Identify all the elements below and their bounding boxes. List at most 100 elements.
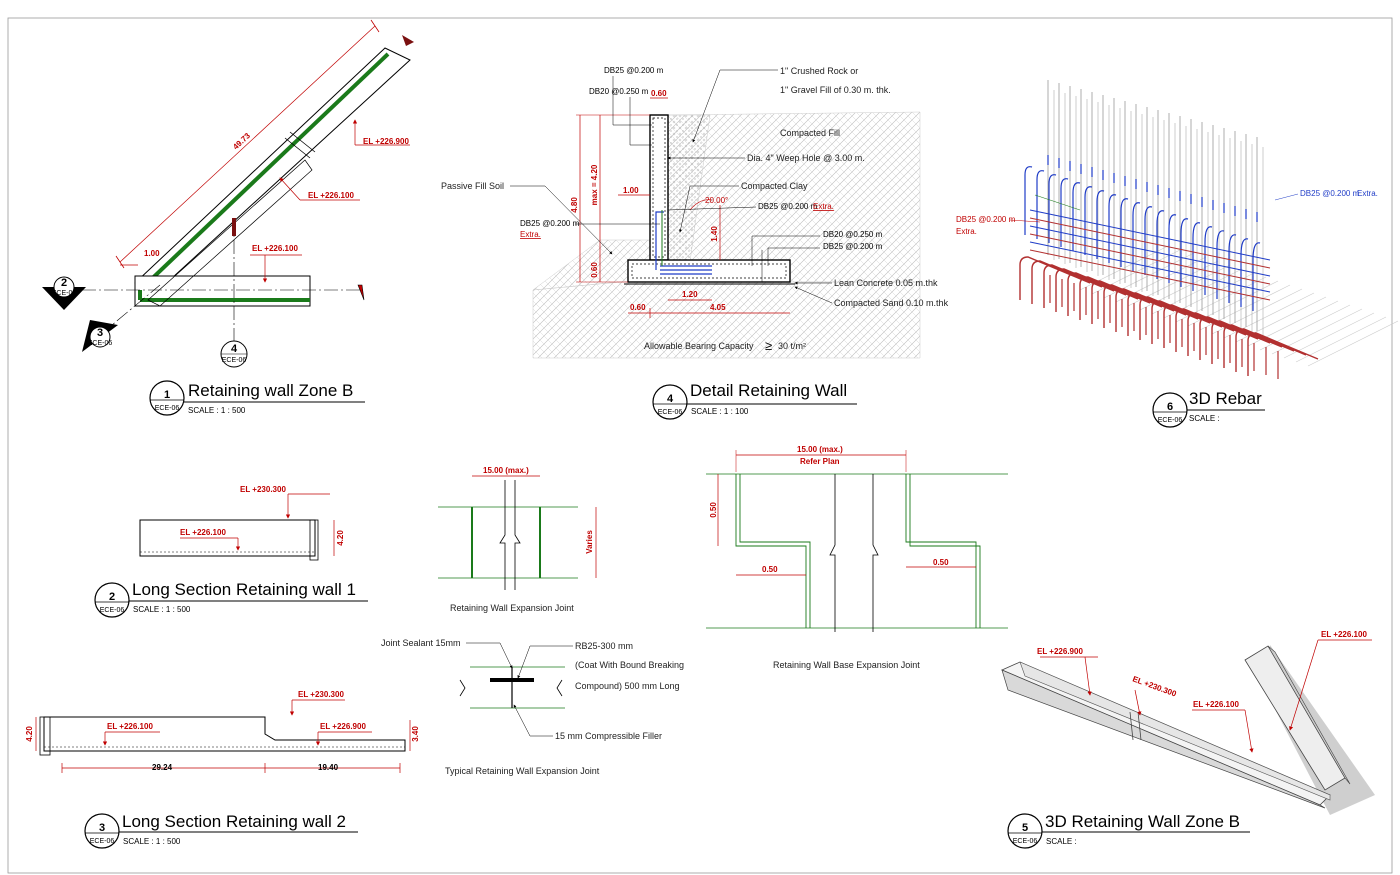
expjoint-caption: Retaining Wall Expansion Joint — [450, 603, 574, 613]
baseexp-caption: Retaining Wall Base Expansion Joint — [773, 660, 920, 670]
detail-weep-hole: Dia. 4" Weep Hole @ 3.00 m. — [747, 153, 865, 163]
detail-h-140: 1.40 — [710, 226, 719, 242]
detail-base-h: 0.60 — [590, 262, 599, 278]
svg-text:6: 6 — [1167, 401, 1173, 413]
sheet-border — [7, 17, 1393, 874]
svg-text:Extra.: Extra. — [1357, 189, 1378, 198]
section-marker-3[interactable]: 3 ECE-06 — [82, 320, 118, 352]
sec1-el-top: EL +230.300 — [240, 485, 286, 494]
view-expansion-joint: 15.00 (max.) Varies Retaining Wall Expan… — [438, 466, 597, 613]
view-1-title: Retaining wall Zone B — [188, 381, 353, 400]
view-3-title: Long Section Retaining wall 2 — [122, 812, 346, 831]
svg-text:ECE-06: ECE-06 — [658, 409, 683, 416]
baseexp-d2: 0.50 — [762, 565, 778, 574]
svg-text:Extra.: Extra. — [813, 202, 834, 211]
svg-text:ECE-06: ECE-06 — [100, 607, 125, 614]
detail-compacted-fill: Compacted Fill — [780, 128, 840, 138]
view-5-title: 3D Retaining Wall Zone B — [1045, 812, 1240, 831]
view-detail-retaining-wall: 4.80 max = 4.20 0.60 0.60 1.00 1.40 0.60… — [441, 66, 949, 359]
baseexp-d1: 0.50 — [709, 502, 718, 518]
detail-rebar-top1: DB25 @0.200 m — [604, 66, 664, 75]
svg-text:ECE-06: ECE-06 — [90, 838, 115, 845]
view-2-title: Long Section Retaining wall 1 — [132, 580, 356, 599]
view-1-scale: SCALE : 1 : 500 — [188, 406, 246, 415]
title-view-2: 2 ECE-06 Long Section Retaining wall 1 S… — [94, 580, 368, 618]
svg-text:Extra.: Extra. — [520, 230, 541, 239]
view-3d-wall-zone-b: EL +226.900 EL +230.300 EL +226.100 EL +… — [1000, 630, 1375, 815]
detail-rebar-b2: DB25 @0.200 m — [823, 242, 883, 251]
wall3d-el-3: EL +226.100 — [1193, 700, 1239, 709]
svg-text:Extra.: Extra. — [956, 227, 977, 236]
view-long-section-2: EL +230.300 EL +226.100 EL +226.900 4.20… — [25, 690, 420, 773]
detail-rebar-top2: DB20 @0.250 m — [589, 87, 649, 96]
expjoint-varies: Varies — [585, 530, 594, 554]
detail-compacted-clay: Compacted Clay — [741, 181, 808, 191]
plan-length-dim: 49.73 — [231, 131, 252, 152]
typjoint-coat-1: (Coat With Bound Breaking — [575, 660, 684, 670]
view-typical-joint: Joint Sealant 15mm RB25-300 mm (Coat Wit… — [381, 638, 684, 776]
title-view-3: 3 ECE-06 Long Section Retaining wall 2 S… — [84, 812, 358, 849]
expjoint-width: 15.00 (max.) — [483, 466, 529, 475]
svg-text:ECE-06: ECE-06 — [155, 405, 180, 412]
detail-top-width: 0.60 — [651, 89, 667, 98]
svg-text:5: 5 — [1022, 822, 1028, 834]
wall3d-el-1: EL +226.900 — [1037, 647, 1083, 656]
section-marker-2[interactable]: 2 ECE-06 — [42, 276, 86, 310]
svg-text:4: 4 — [231, 343, 238, 355]
svg-text:ECE-06: ECE-06 — [1013, 838, 1038, 845]
view-plan-zone-b: 49.73 1.00 EL +226.900 EL +226.100 EL +2… — [42, 19, 414, 368]
svg-text:ECE-06: ECE-06 — [52, 290, 77, 297]
svg-text:ECE-06: ECE-06 — [88, 340, 113, 347]
typjoint-sealant: Joint Sealant 15mm — [381, 638, 461, 648]
detail-h-total: 4.80 — [570, 197, 579, 213]
detail-bearing: Allowable Bearing Capacity — [644, 341, 754, 351]
baseexp-d3: 0.50 — [933, 558, 949, 567]
svg-text:3: 3 — [99, 822, 105, 834]
svg-text:2: 2 — [109, 591, 115, 603]
svg-text:ECE-06: ECE-06 — [222, 357, 247, 364]
detail-lean-concrete: Lean Concrete 0.05 m.thk — [834, 278, 938, 288]
sec1-el-bot: EL +226.100 — [180, 528, 226, 537]
svg-text:ECE-06: ECE-06 — [1158, 417, 1183, 424]
detail-dim-405: 4.05 — [710, 303, 726, 312]
view-5-scale: SCALE : — [1046, 837, 1077, 846]
title-view-5: 5 ECE-06 3D Retaining Wall Zone B SCALE … — [1007, 812, 1250, 849]
wall3d-el-2: EL +230.300 — [1131, 674, 1178, 698]
detail-gravel-1: 1" Crushed Rock or — [780, 66, 858, 76]
svg-text:2: 2 — [61, 277, 67, 289]
sec1-height: 4.20 — [336, 530, 345, 546]
svg-text:1: 1 — [164, 389, 170, 401]
sec2-len-2: 19.40 — [318, 763, 339, 772]
detail-h-max: max = 4.20 — [590, 164, 599, 205]
section-marker-4[interactable]: 4 ECE-06 — [220, 340, 248, 368]
title-view-1: 1 ECE-06 Retaining wall Zone B SCALE : 1… — [149, 380, 365, 416]
plan-el-3: EL +226.100 — [252, 244, 298, 253]
sec2-h-right: 3.40 — [411, 726, 420, 742]
detail-angle: 20.00° — [705, 196, 728, 205]
detail-gravel-2: 1" Gravel Fill of 0.30 m. thk. — [780, 85, 891, 95]
detail-rebar-left: DB25 @0.200 m — [520, 219, 580, 228]
view-3-scale: SCALE : 1 : 500 — [123, 837, 181, 846]
detail-bearing-sym: ≥ — [765, 338, 772, 353]
detail-toe-width: 1.00 — [623, 186, 639, 195]
view-6-scale: SCALE : — [1189, 414, 1220, 423]
svg-text:3: 3 — [97, 327, 103, 339]
baseexp-refer: Refer Plan — [800, 457, 840, 466]
svg-text:4: 4 — [667, 393, 674, 405]
title-view-4: 4 ECE-06 Detail Retaining Wall SCALE : 1… — [652, 381, 857, 420]
sec2-el-left: EL +226.100 — [107, 722, 153, 731]
view-3d-rebar — [1019, 80, 1399, 379]
sec2-el-right: EL +226.900 — [320, 722, 366, 731]
detail-dim-120: 1.20 — [682, 290, 698, 299]
sec2-el-top: EL +230.300 — [298, 690, 344, 699]
view-long-section-1: EL +230.300 EL +226.100 4.20 — [139, 485, 345, 561]
wall-stem-green — [138, 52, 390, 292]
typjoint-rb: RB25-300 mm — [575, 641, 633, 651]
view-base-expansion-joint: 15.00 (max.) Refer Plan 0.50 0.50 0.50 R… — [706, 445, 1008, 670]
baseexp-width: 15.00 (max.) — [797, 445, 843, 454]
view-6-title: 3D Rebar — [1189, 389, 1262, 408]
detail-bearing-val: 30 t/m² — [778, 341, 806, 351]
detail-passive-fill: Passive Fill Soil — [441, 181, 504, 191]
view-4-scale: SCALE : 1 : 100 — [691, 407, 749, 416]
